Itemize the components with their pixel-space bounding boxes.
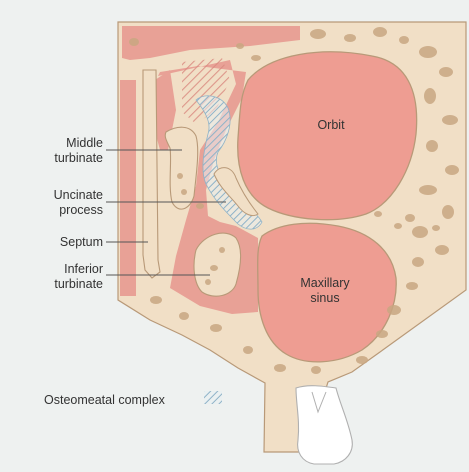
hatch-swatch-icon (204, 391, 222, 404)
label-septum: Septum (60, 235, 103, 250)
label-inferior-turbinate: Inferior turbinate (54, 262, 103, 292)
label-uncinate-process-line2: process (54, 203, 103, 218)
orbit-shape (238, 52, 417, 220)
label-middle-turbinate: Middle turbinate (54, 136, 103, 166)
region-maxillary-sinus-line1: Maxillary (290, 276, 360, 291)
legend-text: Osteomeatal complex (44, 393, 165, 407)
label-septum-line1: Septum (60, 235, 103, 250)
region-orbit-label: Orbit (306, 118, 356, 133)
label-middle-turbinate-line2: turbinate (54, 151, 103, 166)
label-inferior-turbinate-line1: Inferior (54, 262, 103, 277)
label-uncinate-process-line1: Uncinate (54, 188, 103, 203)
label-uncinate-process: Uncinate process (54, 188, 103, 218)
left-tissue-strip (120, 80, 136, 296)
region-maxillary-sinus-line2: sinus (290, 291, 360, 306)
region-maxillary-sinus-label: Maxillary sinus (290, 276, 360, 306)
label-inferior-turbinate-line2: turbinate (54, 277, 103, 292)
inferior-turbinate-shape (194, 233, 241, 296)
label-middle-turbinate-line1: Middle (54, 136, 103, 151)
legend: Osteomeatal complex (44, 393, 165, 407)
